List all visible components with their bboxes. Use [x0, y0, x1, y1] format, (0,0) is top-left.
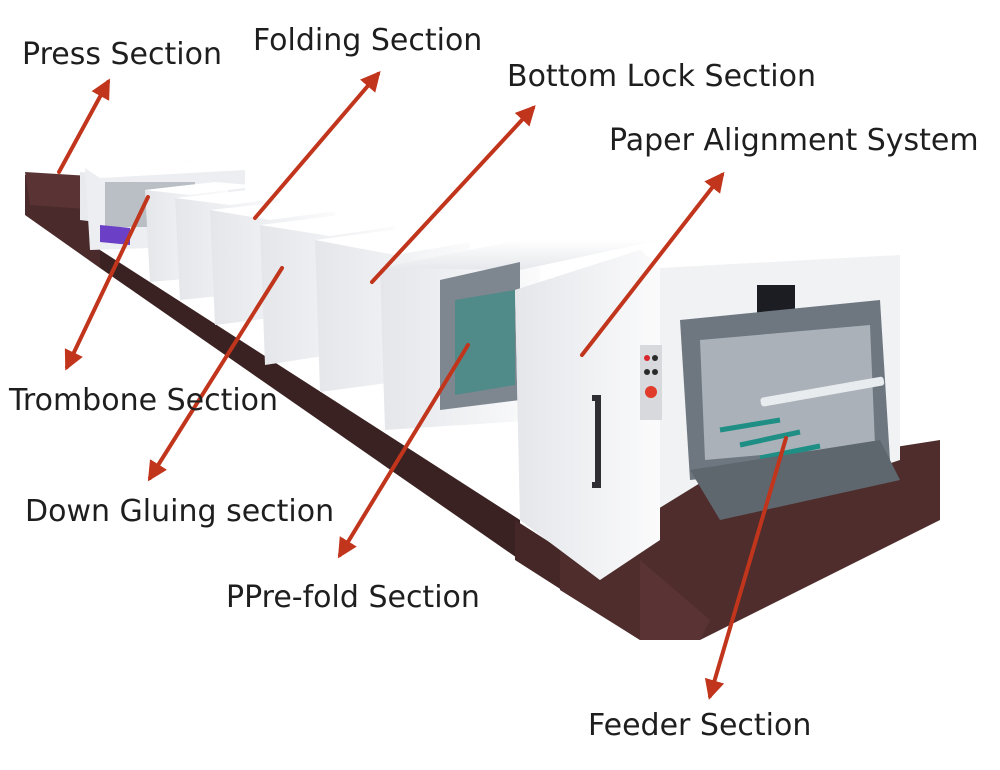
- feeder-arrow: [704, 436, 788, 700]
- down-gluing-section-label: Down Gluing section: [25, 494, 335, 529]
- bottom-lock-section-label: Bottom Lock Section: [507, 59, 816, 94]
- annotation-arrows: [57, 70, 788, 700]
- down-gluing-arrow: [147, 266, 284, 482]
- trombone-section-label: Trombone Section: [9, 383, 279, 418]
- press-arrow: [57, 78, 110, 174]
- paper-alignment-system-label: Paper Alignment System: [609, 123, 979, 158]
- bottom-lock-arrow: [370, 105, 536, 284]
- prefold-arrow: [337, 343, 470, 559]
- paper-alignment-arrow: [580, 171, 725, 357]
- section-housings: [145, 182, 660, 430]
- feeder-housing: [515, 240, 900, 580]
- trombone-arrow: [64, 195, 150, 371]
- prefold-section-label: PPre-fold Section: [226, 580, 480, 615]
- folding-arrow: [253, 70, 381, 220]
- folding-section-label: Folding Section: [253, 23, 483, 58]
- press-section-label: Press Section: [22, 37, 222, 72]
- feeder-section-label: Feeder Section: [588, 708, 812, 743]
